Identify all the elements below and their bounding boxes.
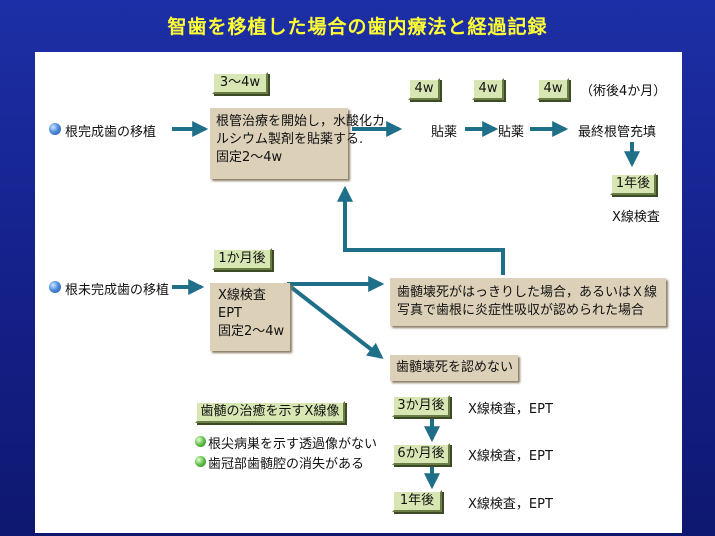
- healing-item-2-icon: [195, 456, 206, 467]
- slide-title: 智歯を移植した場合の歯内療法と経過記録: [167, 16, 548, 38]
- followup-1-period-badge: 3か月後: [392, 395, 450, 417]
- followup-2-period-badge: 6か月後: [392, 443, 450, 465]
- followup-3-exam: X線検査，EPT: [468, 497, 553, 512]
- healing-item-2: 歯冠部歯髄腔の消失がある: [208, 457, 365, 472]
- row1-followup-period-badge: 1年後: [610, 173, 656, 195]
- branch-yes-line-2: 写真で歯根に炎症性吸収が認められた場合: [397, 303, 645, 318]
- post-op-note: （術後4か月）: [580, 84, 667, 99]
- flow-arrows: [172, 121, 640, 490]
- diagram-panel: 根完成歯の移植 3〜4w 根管治療を開始し，水酸化カ ルシウム製剤を貼薬する. …: [35, 52, 682, 533]
- followup-3-period-badge: 1年後: [392, 490, 442, 512]
- row2-label: 根未完成歯の移植: [65, 283, 170, 298]
- step1-period-badge: 4w: [408, 78, 440, 100]
- step2-period-badge: 4w: [472, 78, 504, 100]
- row1-period-badge: 3〜4w: [212, 72, 268, 94]
- row2-box-line-1: X線検査: [218, 288, 266, 303]
- row2-period-badge: 1か月後: [212, 248, 272, 270]
- followup-1-exam: X線検査，EPT: [468, 402, 553, 417]
- row2-bullet-icon: [49, 281, 61, 293]
- arrow-box-to-no: [285, 282, 384, 359]
- step3-period-badge: 4w: [537, 78, 569, 100]
- healing-item-1: 根尖病巣を示す透過像がない: [208, 437, 378, 452]
- row1-box-line-1: 根管治療を開始し，水酸化カ: [216, 114, 386, 129]
- branch-yes-line-1: 歯髄壊死がはっきりした場合，あるいはＸ線: [397, 285, 658, 300]
- arrow-loop-back: [337, 185, 505, 275]
- row1-treatment-box: 根管治療を開始し，水酸化カ ルシウム製剤を貼薬する. 固定2〜4w: [210, 108, 386, 179]
- step1-label: 貼薬: [431, 125, 458, 140]
- row1-box-line-3: 固定2〜4w: [216, 150, 283, 165]
- row2-box-line-3: 固定2〜4w: [218, 324, 285, 339]
- row1-followup-exam: X線検査: [612, 210, 660, 225]
- branch-yes-box: 歯髄壊死がはっきりした場合，あるいはＸ線 写真で歯根に炎症性吸収が認められた場合: [390, 278, 666, 326]
- row1-box-line-2: ルシウム製剤を貼薬する.: [216, 132, 364, 147]
- step3-label: 最終根管充填: [578, 125, 657, 140]
- row2-box-line-2: EPT: [218, 306, 242, 321]
- step2-label: 貼薬: [498, 125, 525, 140]
- row1-bullet-icon: [49, 123, 61, 135]
- row2-exam-box: X線検査 EPT 固定2〜4w: [210, 283, 290, 351]
- followup-2-exam: X線検査，EPT: [468, 449, 553, 464]
- healing-item-1-icon: [195, 436, 206, 447]
- branch-no-box: 歯髄壊死を認めない: [390, 355, 518, 381]
- healing-title-badge: 歯髄の治癒を示すX線像: [195, 401, 345, 423]
- row1-label: 根完成歯の移植: [65, 125, 157, 140]
